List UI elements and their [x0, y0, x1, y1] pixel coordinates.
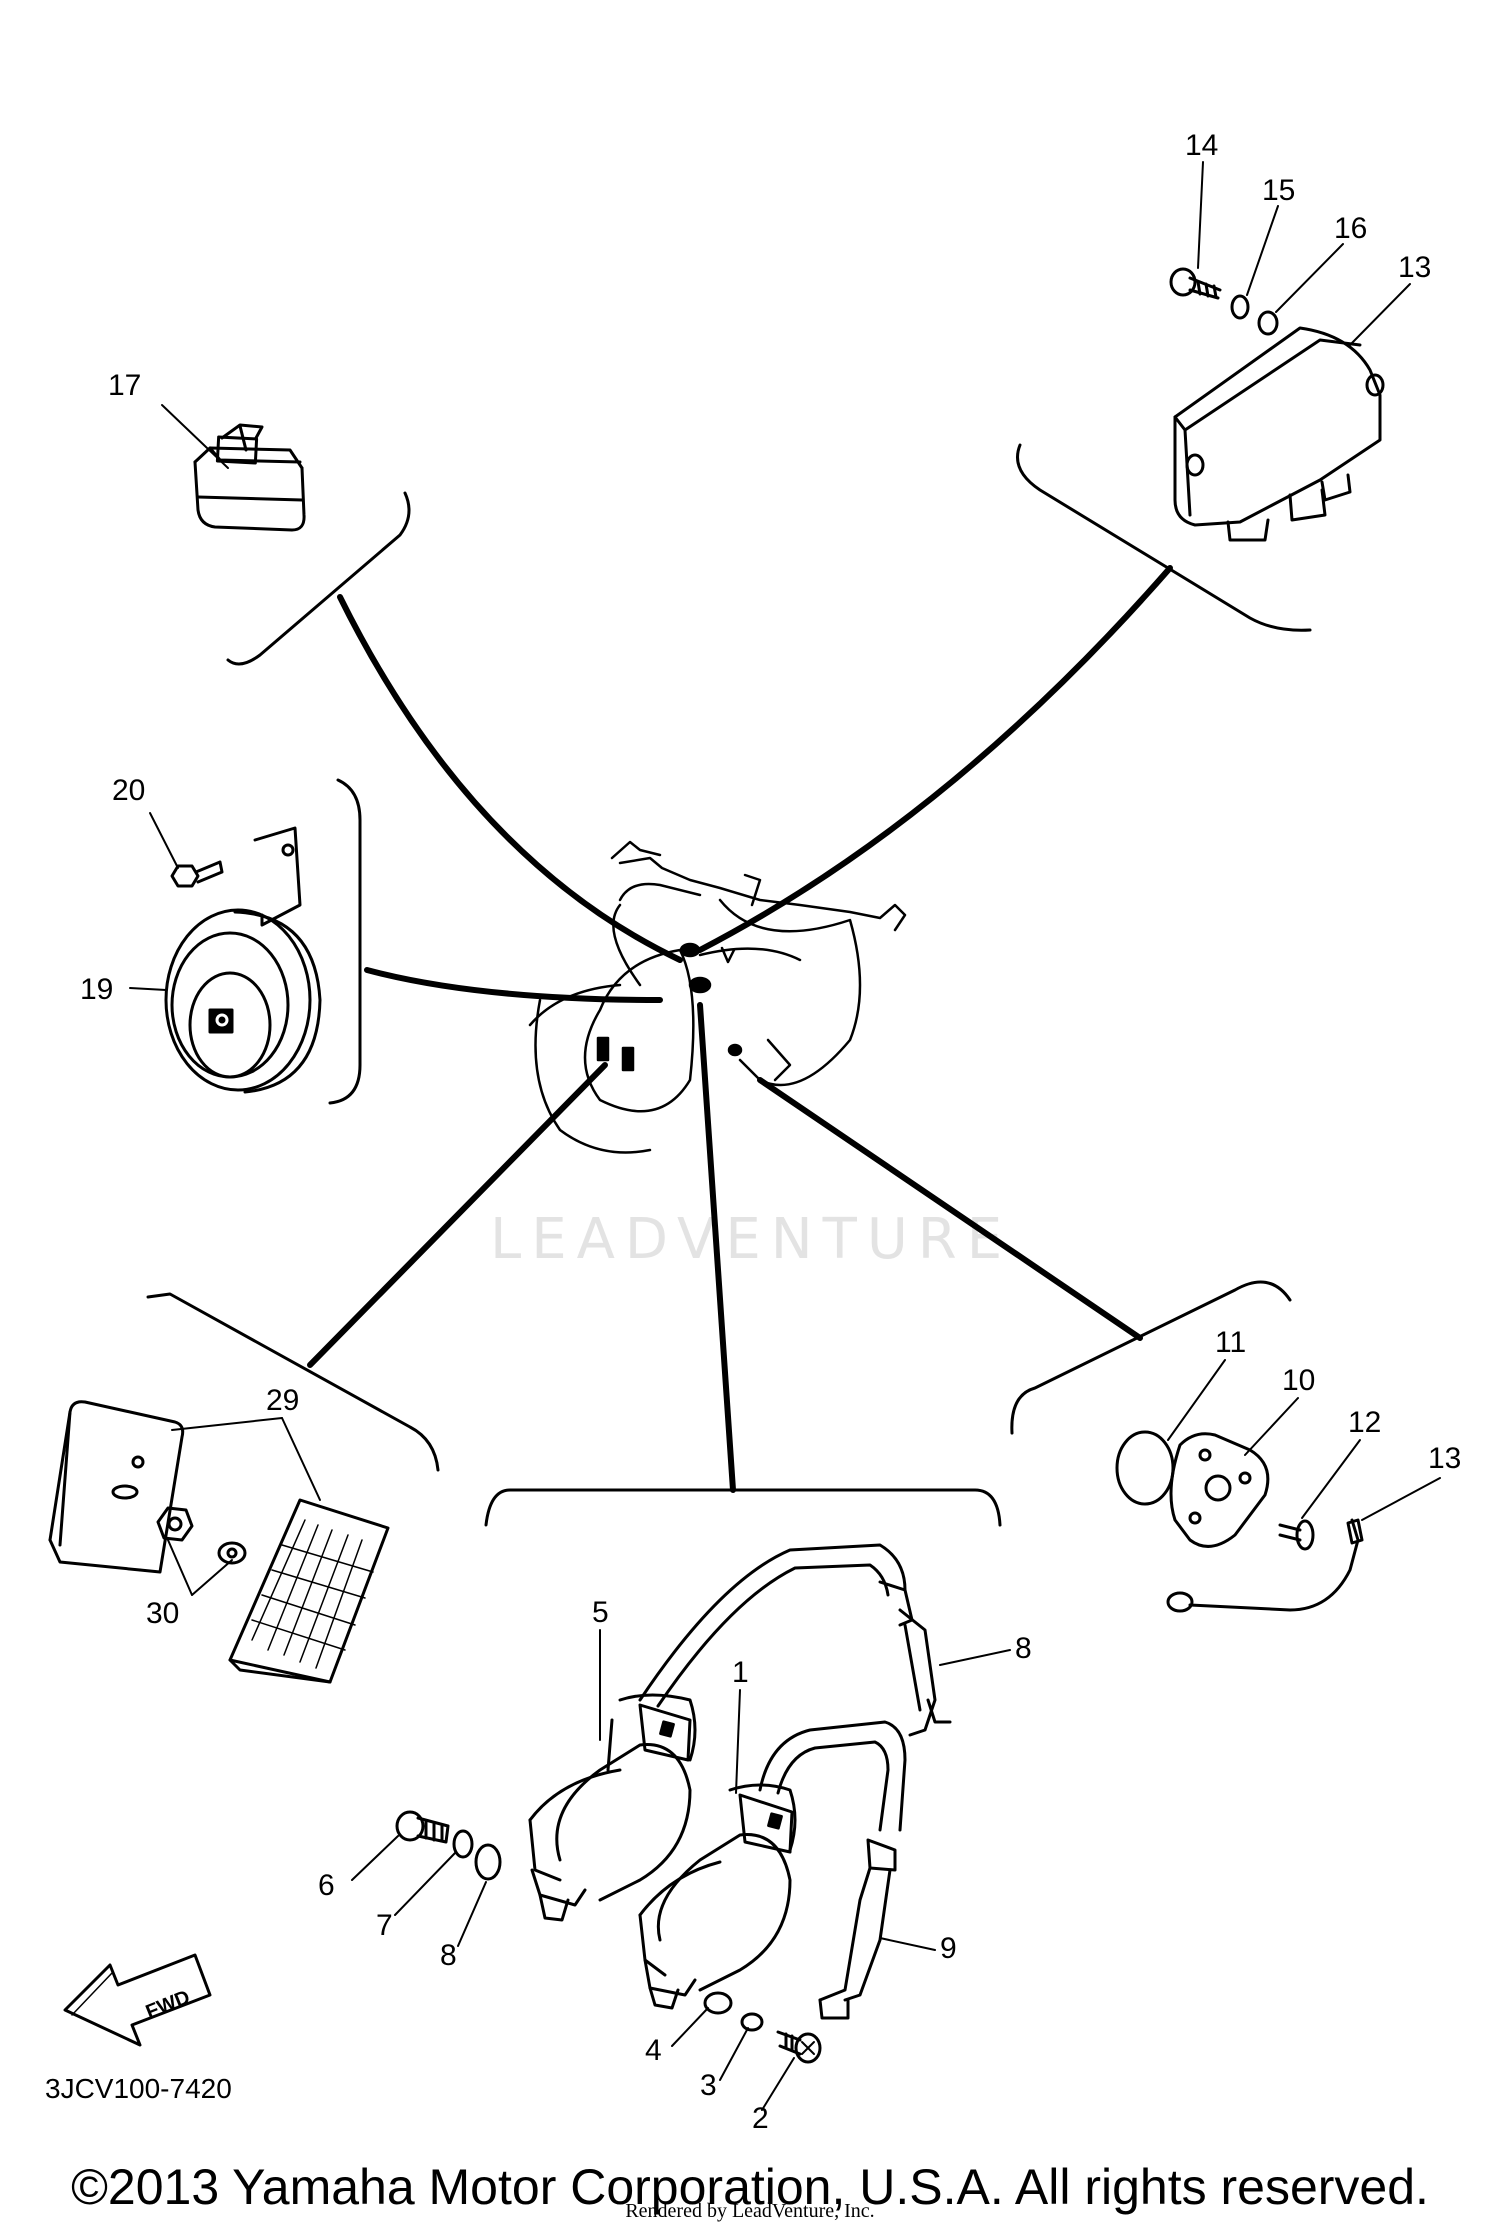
- callout-9-lower: 9: [940, 1932, 957, 1965]
- callout-8: 8: [440, 1939, 457, 1972]
- bracket-outlines: [146, 443, 1312, 1527]
- reflector-29: [48, 1400, 390, 1684]
- lead-wire-13: [1166, 1518, 1364, 1613]
- callout-30: 30: [146, 1597, 179, 1630]
- callout-29: 29: [266, 1384, 299, 1417]
- screw-6: [395, 1810, 450, 1844]
- callout-2: 2: [752, 2102, 769, 2135]
- callout-17: 16: [1334, 212, 1367, 245]
- callout-4: 4: [645, 2034, 662, 2067]
- fwd-arrow-icon: [63, 1953, 212, 2047]
- callout-12: 12: [1348, 1406, 1381, 1439]
- fwd-label: FWD: [143, 1986, 193, 2023]
- leader-lines: [307, 565, 1173, 1493]
- sensor-10: [1169, 1432, 1270, 1548]
- screw-2: [776, 2030, 822, 2064]
- watermark: LEADVENTURE: [490, 1207, 1012, 1272]
- ignition-coil-5: [528, 1543, 952, 1922]
- callout-11: 11: [1215, 1326, 1246, 1359]
- cdi-unit-14: [1173, 326, 1385, 542]
- callout-10: 10: [1282, 1364, 1315, 1397]
- callout-leaders: [129, 161, 1441, 2111]
- spring-washer-3: [740, 2012, 764, 2032]
- callout-3: 3: [700, 2069, 717, 2102]
- copyright-notice: ©2013 Yamaha Motor Corporation, U.S.A. A…: [71, 2159, 1429, 2215]
- motorcycle-silhouette: [528, 840, 907, 1154]
- screw-15: [1169, 267, 1222, 300]
- callout-9-upper: 8: [1015, 1632, 1032, 1665]
- bolt-20: [170, 860, 224, 888]
- callout-20: 20: [112, 774, 145, 807]
- horn-19: [164, 826, 322, 1094]
- callout-19: 19: [80, 973, 113, 1006]
- screw-12: [1278, 1519, 1315, 1551]
- callout-6: 6: [318, 1869, 335, 1902]
- callout-16: 15: [1262, 174, 1295, 207]
- nut-30: [156, 1506, 247, 1565]
- rendered-by-note: Rendered by LeadVenture, Inc.: [625, 2200, 875, 2222]
- spring-washer-7: [452, 1829, 474, 1859]
- callout-labels: 17 14 15 16 13 20 19 29 30 11 10 12 13 5…: [45, 129, 1461, 2135]
- washer-4: [703, 1991, 733, 2015]
- part-code: 3JCV100-7420: [45, 2073, 232, 2104]
- callout-13: 13: [1428, 1442, 1461, 1475]
- ignition-coil-1: [638, 1720, 907, 2020]
- callout-15: 14: [1185, 129, 1218, 162]
- callout-18: 17: [108, 369, 141, 402]
- callout-5: 5: [592, 1596, 609, 1629]
- washer-17: [1257, 310, 1279, 336]
- washer-8: [474, 1843, 502, 1881]
- callout-1: 1: [732, 1656, 749, 1689]
- callout-14: 13: [1398, 251, 1431, 284]
- o-ring-11: [1115, 1430, 1175, 1506]
- washer-16: [1230, 294, 1250, 320]
- relay-18: [193, 423, 306, 532]
- callout-7: 7: [376, 1909, 393, 1942]
